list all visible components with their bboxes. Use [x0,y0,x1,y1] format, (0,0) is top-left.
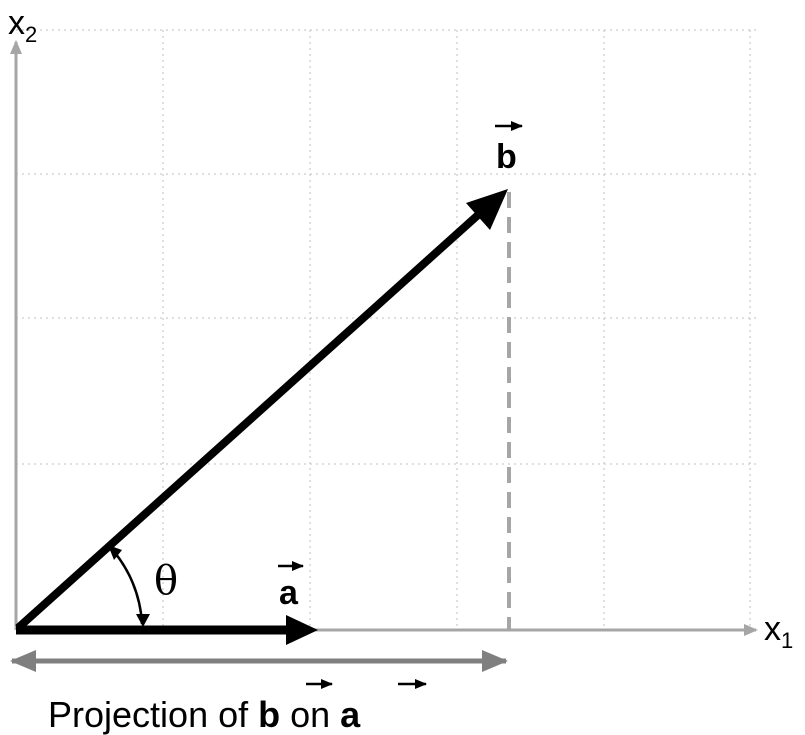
vector-b-arrowhead [466,189,508,230]
x2-axis-label: x2 [8,4,37,47]
grid [16,29,760,630]
x1-axis-label: x1 [764,610,793,653]
vector-a-label: a [279,574,299,612]
projection-caption: Projection of b on a [48,694,361,735]
theta-label: θ [154,558,178,604]
angle-arc-arrowhead-bottom [136,614,150,627]
vector-a-arrowhead [286,615,318,645]
vector-b-label: b [496,138,517,176]
vector-b-shaft [15,212,481,631]
angle-arc-arrowhead-top [108,545,122,560]
